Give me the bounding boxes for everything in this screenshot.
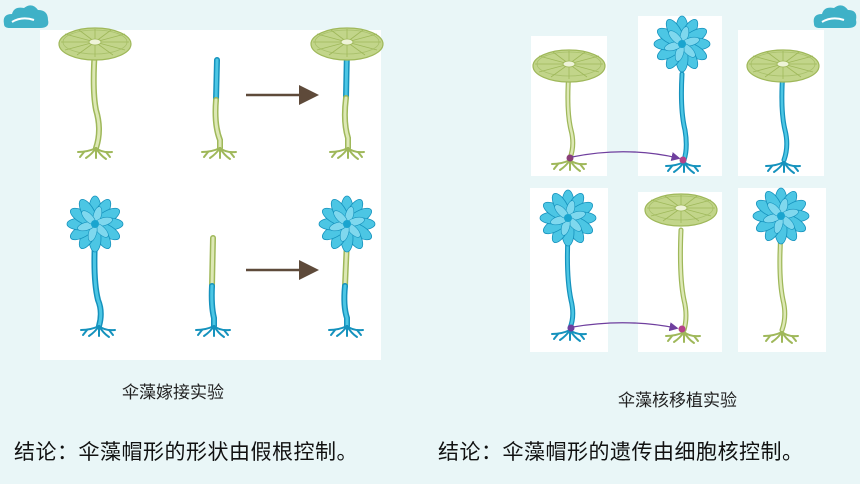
alga-blue-donor xyxy=(539,189,597,342)
alga-green-donor xyxy=(532,49,606,172)
cloud-icon xyxy=(813,5,857,28)
alga-blue-regrown xyxy=(318,195,376,338)
alga-green-full xyxy=(58,27,132,160)
conclusion-left: 结论：伞藻帽形的形状由假根控制。 xyxy=(14,440,358,464)
alga-blue-result xyxy=(752,187,810,344)
stalk-green-on-blue-rhizoid xyxy=(195,235,231,338)
transplant-arrow-icon xyxy=(571,151,681,161)
alga-green-regrown xyxy=(310,27,384,160)
conclusion-right: 结论：伞藻帽形的遗传由细胞核控制。 xyxy=(438,440,804,464)
alga-green-recipient xyxy=(644,193,718,344)
grafting-caption: 伞藻嫁接实验 xyxy=(122,383,224,403)
transplant-caption: 伞藻核移植实验 xyxy=(618,391,737,411)
alga-blue-full xyxy=(66,195,124,338)
alga-green-result xyxy=(746,49,820,174)
alga-blue-recipient xyxy=(653,15,711,174)
transplant-arrow-icon xyxy=(572,322,679,332)
stalk-blue-on-green-rhizoid xyxy=(201,57,237,160)
cloud-icon xyxy=(3,5,49,28)
